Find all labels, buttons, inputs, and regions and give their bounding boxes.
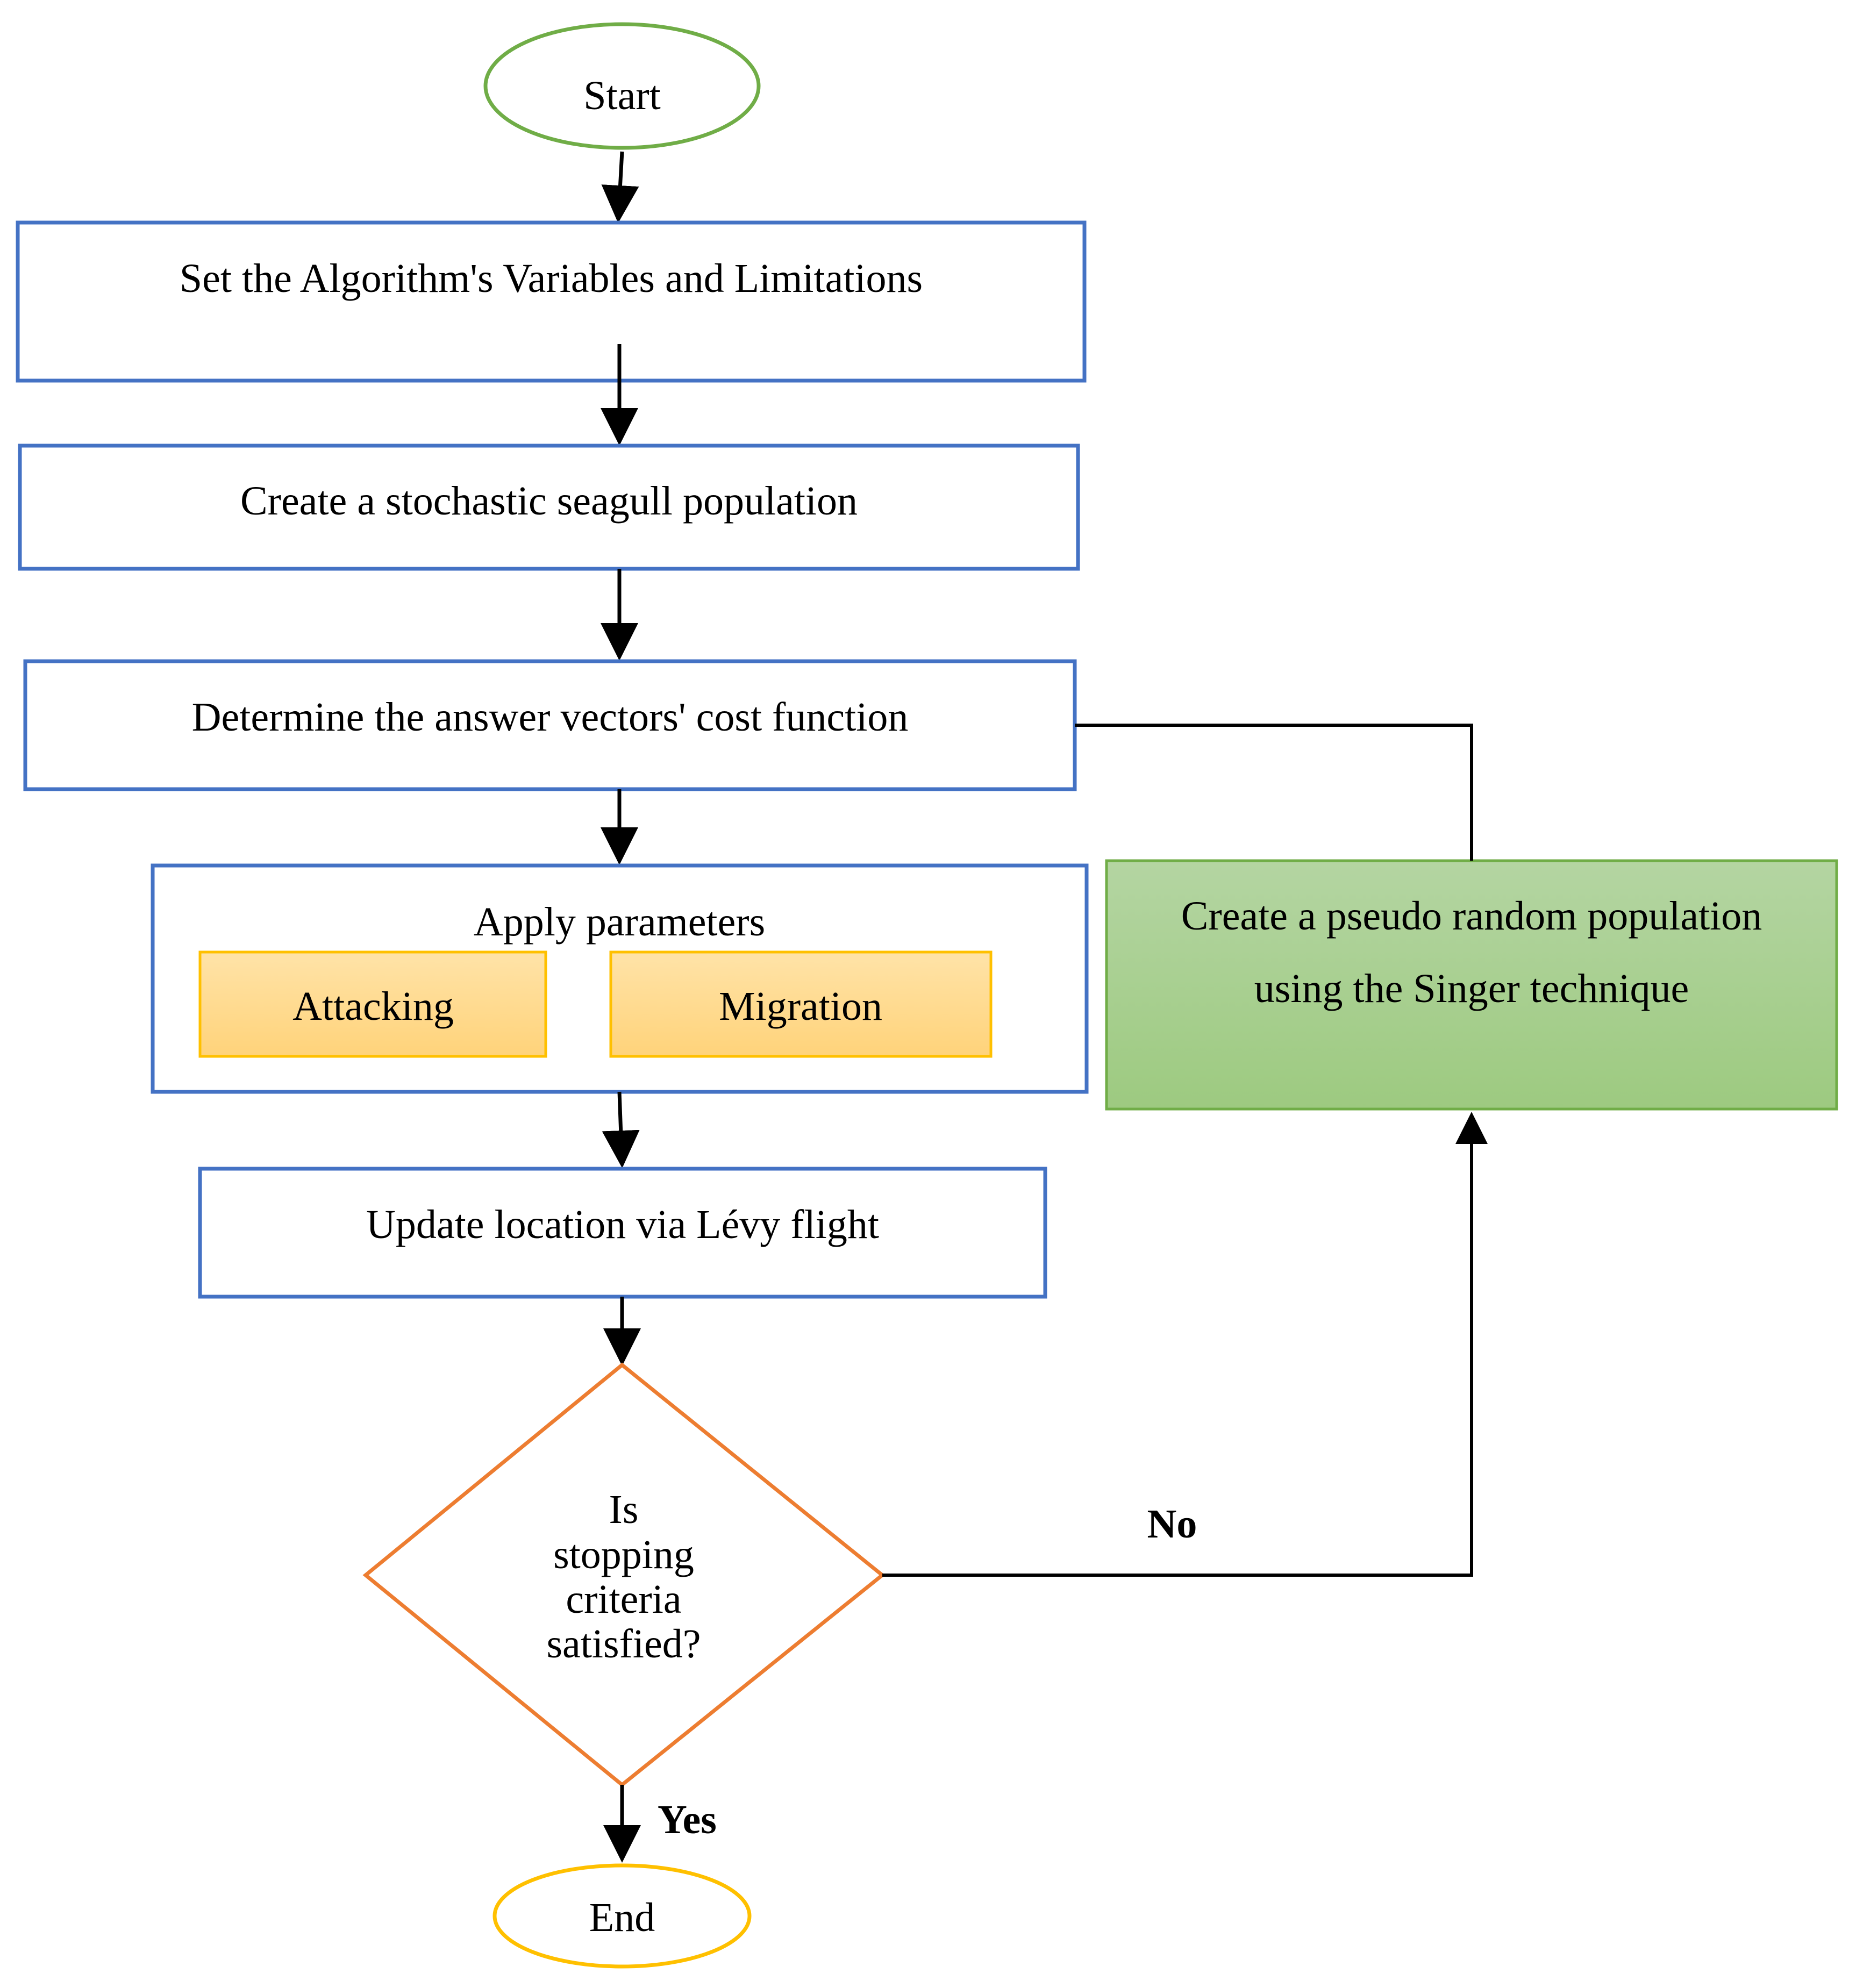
apply-parameters-node: Apply parameters Attacking Migration: [151, 863, 1089, 1094]
connector-no-branch: [882, 1112, 1488, 1577]
start-oval: [483, 22, 761, 150]
create-population-box: [18, 444, 1080, 571]
end-oval: [492, 1863, 752, 1969]
decision-line-1: Is: [609, 1487, 639, 1532]
create-population-node: Create a stochastic seagull population: [18, 444, 1080, 571]
decision-line-3: criteria: [566, 1577, 681, 1622]
migration-box: [609, 950, 993, 1058]
update-location-box: [198, 1167, 1047, 1299]
set-variables-node: Set the Algorithm's Variables and Limita…: [16, 220, 1087, 383]
connector-loop-back: [1075, 724, 1473, 861]
migration-label: Migration: [719, 984, 882, 1029]
end-node: End: [492, 1863, 752, 1969]
apply-parameters-title: Apply parameters: [474, 899, 765, 945]
decision-line-4: satisfied?: [546, 1621, 701, 1667]
attacking-label: Attacking: [292, 984, 454, 1029]
singer-node: Create a pseudo random population using …: [1105, 859, 1838, 1111]
no-label: No: [1147, 1501, 1197, 1547]
start-label: Start: [583, 73, 661, 118]
decision-node: Is stopping criteria satisfied?: [362, 1362, 886, 1787]
set-variables-label: Set the Algorithm's Variables and Limita…: [180, 256, 923, 301]
start-node: Start: [483, 22, 761, 150]
set-variables-box: [16, 220, 1087, 383]
decision-line-2: stopping: [553, 1532, 694, 1577]
update-location-label: Update location via Lévy flight: [366, 1202, 879, 1247]
singer-line-2: using the Singer technique: [1254, 966, 1689, 1011]
arrow-start-to-set: [601, 151, 639, 223]
singer-box: [1105, 859, 1838, 1111]
end-label: End: [589, 1895, 655, 1940]
attacking-box: [198, 950, 547, 1058]
yes-label: Yes: [658, 1797, 717, 1842]
cost-function-label: Determine the answer vectors' cost funct…: [192, 695, 909, 740]
update-location-node: Update location via Lévy flight: [198, 1167, 1047, 1299]
create-population-label: Create a stochastic seagull population: [240, 478, 858, 524]
cost-function-box: [23, 659, 1077, 791]
arrow-apply-to-update: [602, 1091, 640, 1168]
cost-function-node: Determine the answer vectors' cost funct…: [23, 659, 1077, 791]
singer-line-1: Create a pseudo random population: [1181, 893, 1762, 939]
